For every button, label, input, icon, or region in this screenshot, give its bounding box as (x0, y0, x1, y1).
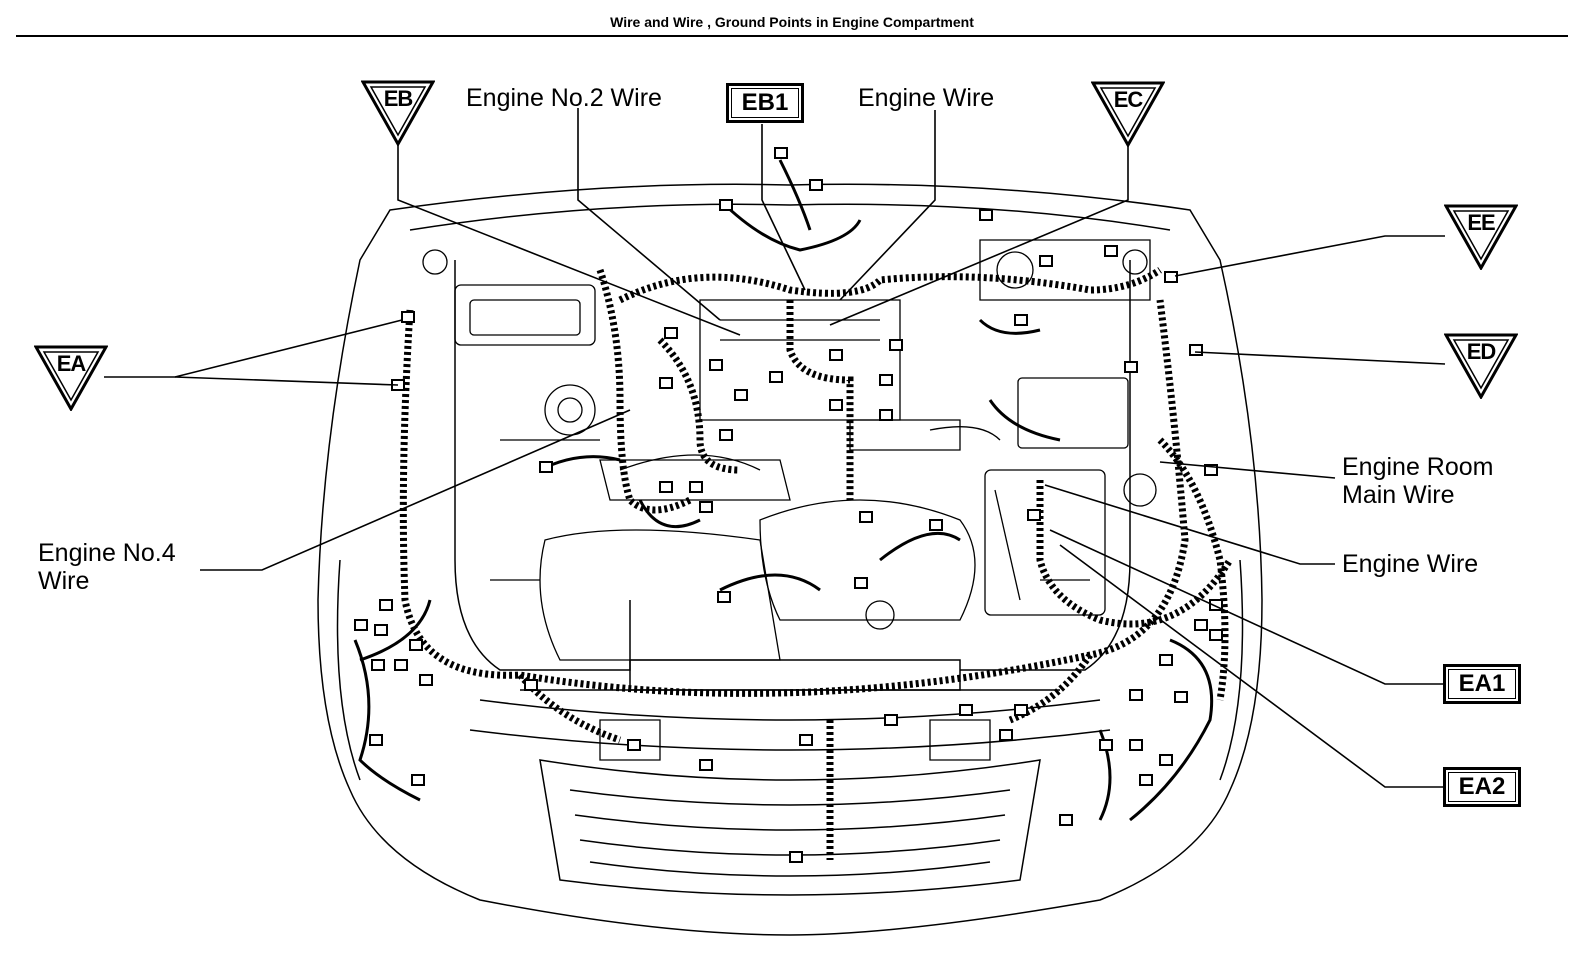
connector-code-eb1: EB1 (726, 83, 804, 123)
thin-wires (353, 159, 1214, 822)
label-engine-wire-top: Engine Wire (858, 84, 995, 112)
ground-point-ee-label: EE (1467, 210, 1495, 235)
leader-lines (104, 108, 1446, 788)
connector-boxes (354, 147, 1223, 863)
page-title: Wire and Wire , Ground Points in Engine … (610, 14, 974, 30)
wire-harness (399, 267, 1233, 860)
ground-point-ed: ED (1444, 333, 1518, 399)
ground-point-ec: EC (1091, 81, 1165, 147)
ground-point-ec-label: EC (1113, 87, 1144, 112)
ground-point-ea: EA (34, 345, 108, 411)
ground-point-eb: EB (361, 80, 435, 146)
car-body-outline (317, 183, 1263, 936)
ground-triangle-icon (34, 345, 108, 411)
connector-code-ea2: EA2 (1443, 767, 1521, 807)
label-engine-room-main-wire-line1: Engine Room (1342, 453, 1494, 481)
label-engine-no4-wire-line1: Engine No.4 (38, 539, 176, 567)
ground-triangle-icon (361, 80, 435, 146)
ground-point-ed-label: ED (1466, 339, 1497, 364)
ground-triangle-icon (1444, 204, 1518, 270)
label-engine-no4-wire-line2: Wire (38, 567, 90, 595)
label-engine-room-main-wire-line2: Main Wire (1342, 481, 1455, 509)
ground-triangle-icon (1091, 81, 1165, 147)
connector-code-ea1: EA1 (1443, 664, 1521, 704)
ground-point-ea-label: EA (56, 351, 87, 376)
ground-point-ee: EE (1444, 204, 1518, 270)
label-engine-no2-wire: Engine No.2 Wire (466, 84, 662, 112)
ground-triangle-icon (1444, 333, 1518, 399)
title-rule (16, 35, 1568, 37)
ground-point-eb-label: EB (383, 86, 414, 111)
label-engine-wire-right: Engine Wire (1342, 550, 1479, 578)
